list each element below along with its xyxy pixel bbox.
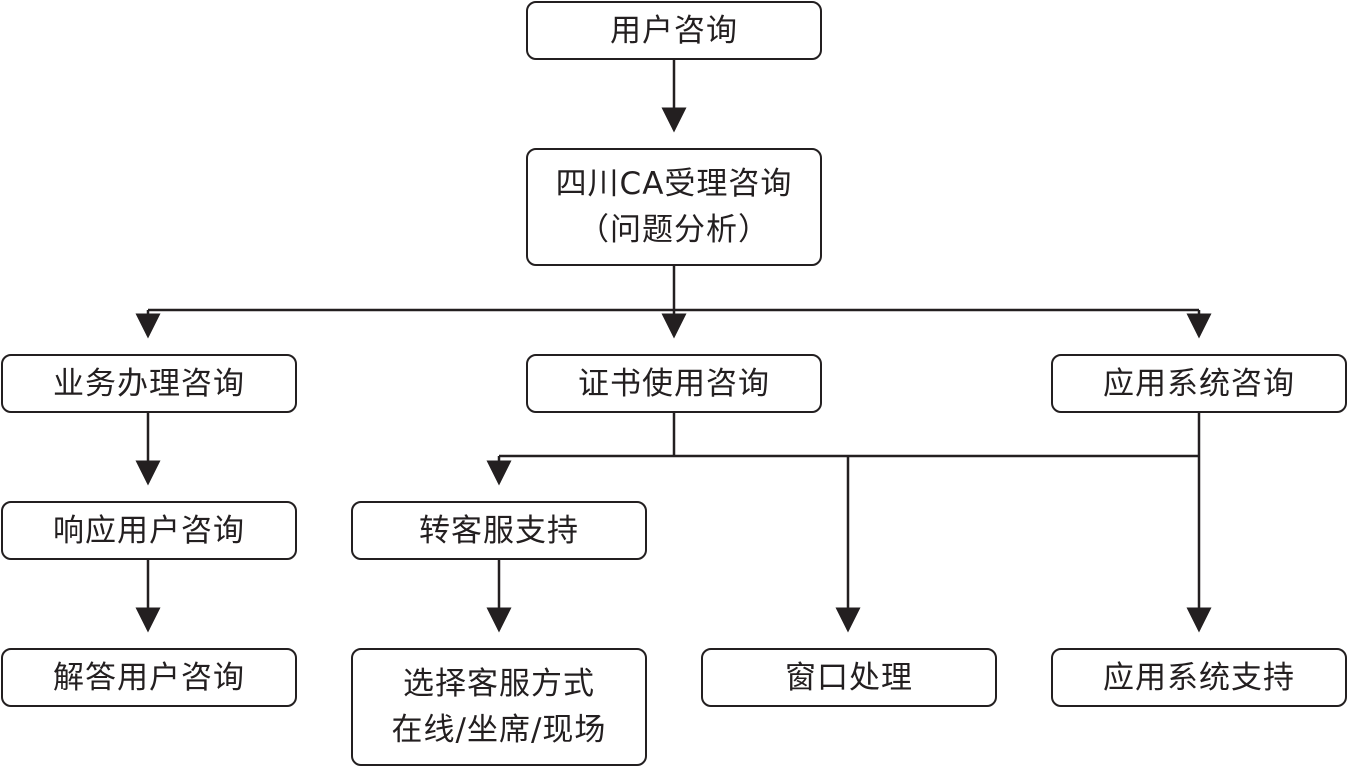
app-system-consult-label: 应用系统咨询 xyxy=(1103,365,1295,402)
window-handling-label: 窗口处理 xyxy=(785,659,913,696)
choose-method-label: 选择客服方式 xyxy=(403,666,595,702)
answer-user-label: 解答用户咨询 xyxy=(53,659,245,696)
user-consult-label: 用户咨询 xyxy=(610,12,738,49)
transfer-support-label: 转客服支持 xyxy=(419,512,579,549)
cert-usage-consult-box: 证书使用咨询 xyxy=(526,354,822,413)
problem-analysis-label: （问题分析） xyxy=(578,212,770,248)
cert-usage-consult-label: 证书使用咨询 xyxy=(578,365,770,402)
business-consult-box: 业务办理咨询 xyxy=(1,354,297,413)
method-options-label: 在线/坐席/现场 xyxy=(391,712,607,748)
app-system-consult-box: 应用系统咨询 xyxy=(1051,354,1347,413)
answer-user-box: 解答用户咨询 xyxy=(1,648,297,707)
business-consult-label: 业务办理咨询 xyxy=(53,365,245,402)
respond-user-label: 响应用户咨询 xyxy=(53,512,245,549)
ca-accept-label: 四川CA受理咨询 xyxy=(555,166,793,202)
ca-accept-consult-box: 四川CA受理咨询 （问题分析） xyxy=(526,148,822,266)
user-consult-box: 用户咨询 xyxy=(526,1,822,60)
app-system-support-box: 应用系统支持 xyxy=(1051,648,1347,707)
app-system-support-label: 应用系统支持 xyxy=(1103,659,1295,696)
transfer-support-box: 转客服支持 xyxy=(351,501,647,560)
choose-service-method-box: 选择客服方式 在线/坐席/现场 xyxy=(351,648,647,766)
respond-user-box: 响应用户咨询 xyxy=(1,501,297,560)
window-handling-box: 窗口处理 xyxy=(701,648,997,707)
